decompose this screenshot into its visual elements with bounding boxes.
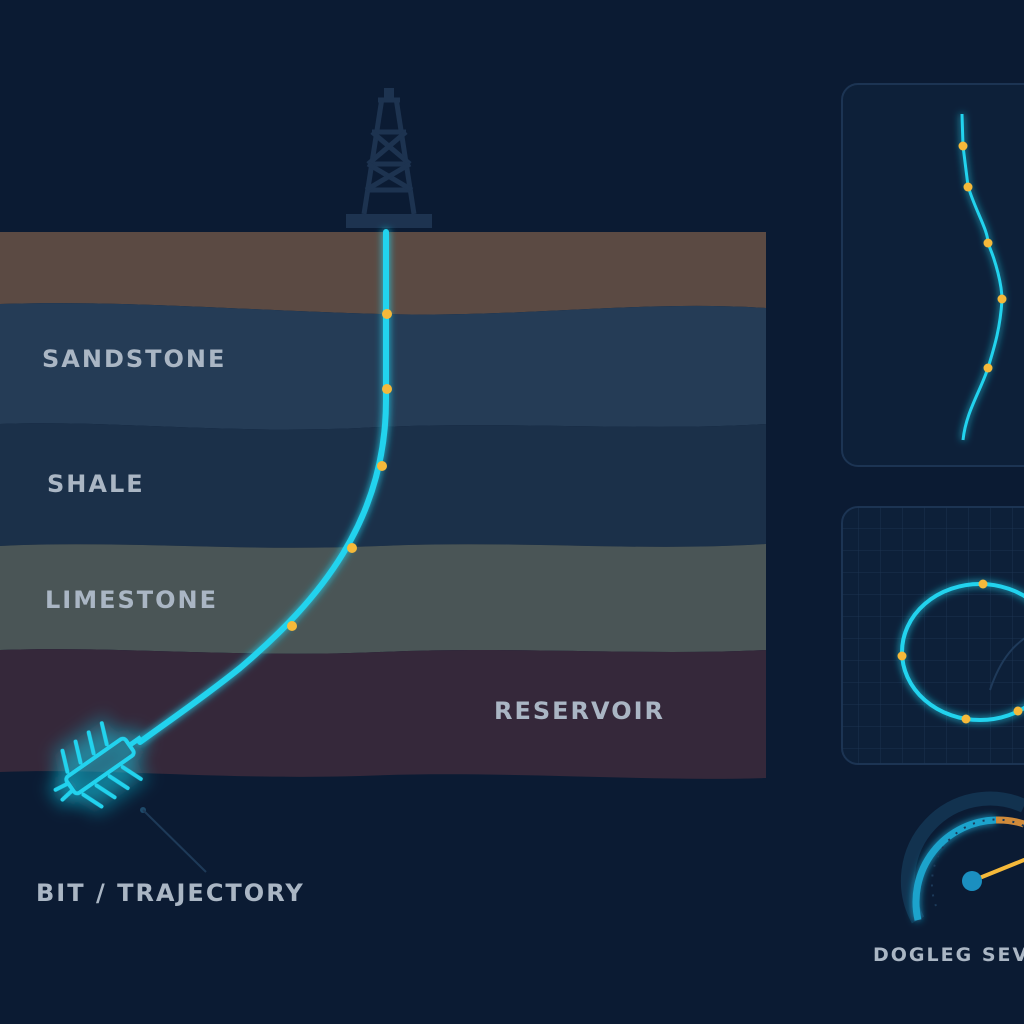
dogleg-severity-label: DOGLEG SEVE	[873, 944, 1024, 966]
survey-point	[1013, 706, 1023, 716]
layer-shale	[0, 423, 766, 548]
survey-point	[963, 182, 973, 192]
derrick-icon	[346, 88, 432, 228]
layer-label-limestone: LIMESTONE	[45, 586, 218, 614]
survey-point	[983, 363, 993, 373]
survey-point	[997, 294, 1007, 304]
survey-point	[958, 141, 968, 151]
well-trajectory	[137, 229, 392, 745]
survey-point	[287, 621, 297, 631]
survey-point	[961, 714, 971, 724]
gauge-icon	[900, 791, 1024, 924]
layer-label-sandstone: SANDSTONE	[42, 345, 226, 373]
drill-bit-icon	[53, 721, 143, 809]
bit-trajectory-label: BIT / TRAJECTORY	[36, 879, 305, 907]
layer-reservoir	[0, 649, 766, 779]
survey-point	[347, 543, 357, 553]
layer-label-shale: SHALE	[47, 470, 145, 498]
survey-point	[382, 384, 392, 394]
plan-view-panel	[841, 506, 1024, 765]
survey-point	[382, 309, 392, 319]
layer-label-reservoir: RESERVOIR	[494, 697, 665, 725]
survey-point	[377, 461, 387, 471]
survey-point	[983, 238, 993, 248]
survey-point	[978, 579, 988, 589]
leader-line	[142, 809, 207, 873]
layer-limestone	[0, 544, 766, 654]
survey-point	[897, 651, 907, 661]
profile-panel	[841, 83, 1024, 467]
